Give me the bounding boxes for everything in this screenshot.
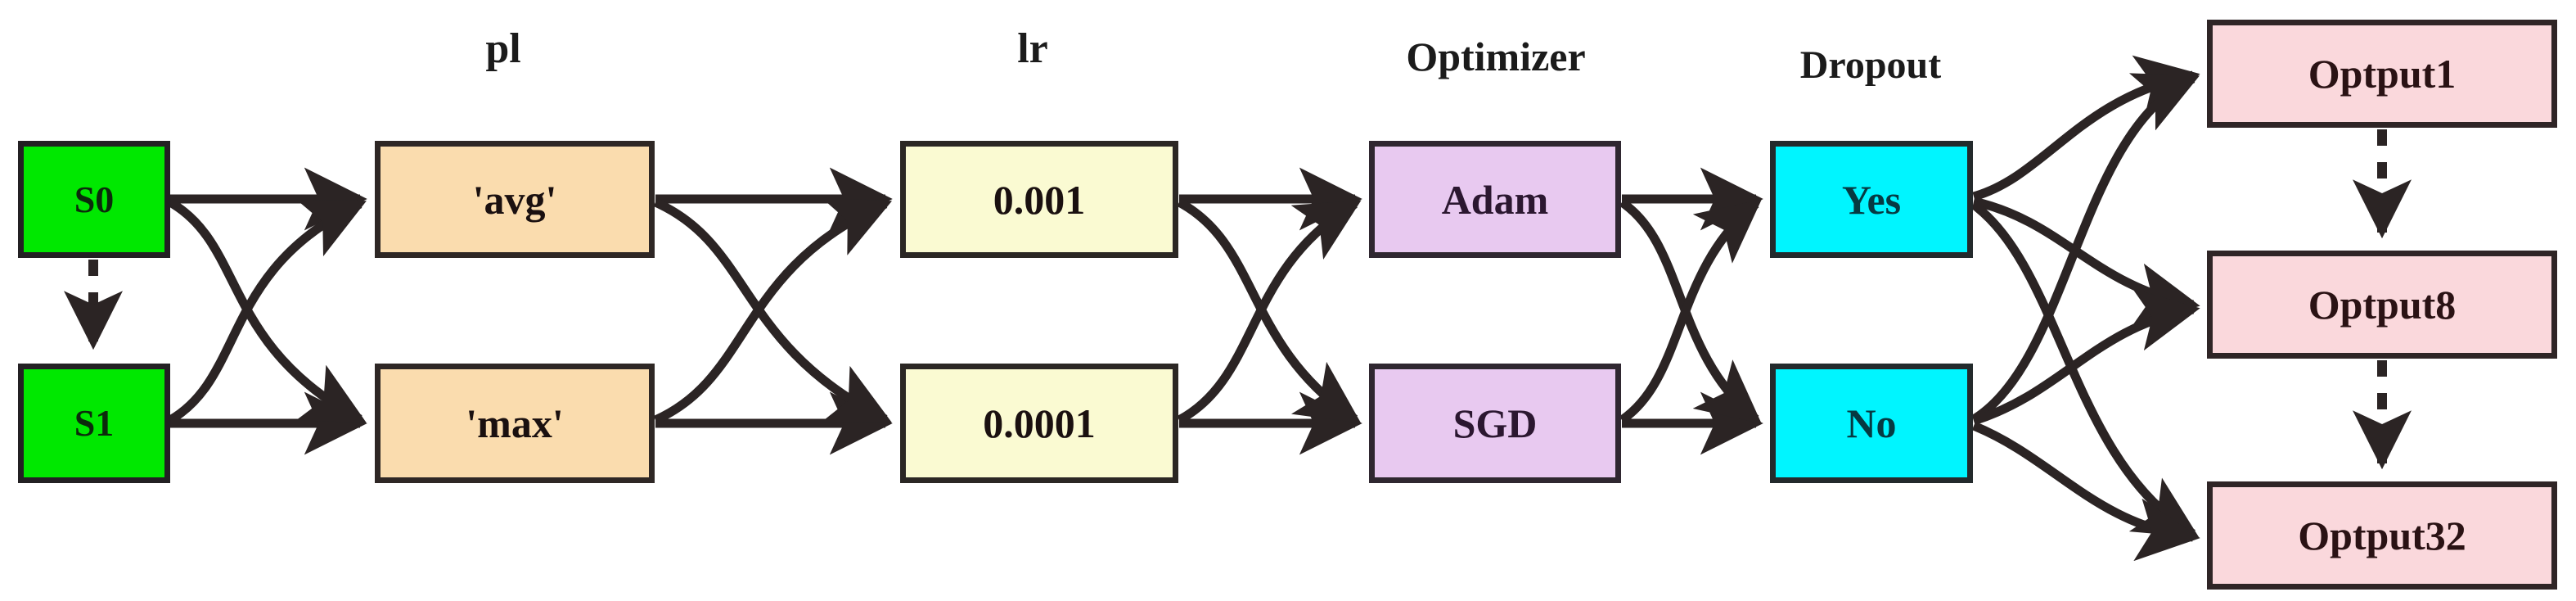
- node-pool-max[interactable]: 'max': [375, 364, 655, 483]
- edge-avg-lr2: [653, 197, 892, 423]
- node-s1-label: S1: [74, 402, 115, 444]
- node-lr-00001-label: 0.0001: [983, 400, 1096, 446]
- node-optimizer-adam-label: Adam: [1441, 176, 1549, 223]
- node-s0-label: S0: [74, 178, 115, 220]
- edges-dropout-to-outputs: [1970, 55, 2200, 562]
- node-pool-max-label: 'max': [466, 400, 564, 446]
- edges-stage-to-pool: [168, 167, 367, 455]
- node-optimizer-sgd[interactable]: SGD: [1369, 364, 1621, 483]
- node-optimizer-sgd-label: SGD: [1452, 400, 1538, 446]
- node-output-1-label: Optput1: [2308, 51, 2457, 97]
- edges-optimizer-to-dropout: [1619, 167, 1763, 455]
- column-label-optimizer: Optimizer: [1406, 36, 1585, 77]
- edge-yes-out8: [1972, 197, 2200, 326]
- edge-s1-avg: [168, 199, 367, 424]
- column-label-lr-text: lr: [1017, 25, 1048, 72]
- column-label-optimizer-text: Optimizer: [1406, 34, 1586, 79]
- edges-lr-to-optimizer: [1177, 167, 1362, 455]
- column-label-lr: lr: [1017, 28, 1048, 70]
- node-optimizer-adam[interactable]: Adam: [1369, 141, 1621, 258]
- edge-adam-no: [1619, 198, 1762, 424]
- node-lr-00001[interactable]: 0.0001: [900, 364, 1178, 483]
- edges-pool-to-lr: [653, 167, 893, 455]
- node-output-32-label: Optput32: [2298, 513, 2466, 558]
- node-dropout-no-label: No: [1846, 400, 1897, 446]
- node-dropout-no[interactable]: No: [1770, 364, 1973, 483]
- column-label-dropout: Dropout: [1800, 46, 1941, 85]
- node-output-8[interactable]: Optput8: [2207, 251, 2557, 359]
- node-lr-0001-label: 0.001: [993, 176, 1086, 223]
- edge-sgd-yes: [1619, 199, 1762, 424]
- node-dropout-yes[interactable]: Yes: [1770, 141, 1973, 258]
- column-label-pl: pl: [485, 28, 520, 70]
- node-s1[interactable]: S1: [18, 364, 170, 483]
- column-label-dropout-text: Dropout: [1799, 43, 1942, 87]
- edges-dashed: [64, 129, 2412, 470]
- node-output-8-label: Optput8: [2308, 282, 2457, 328]
- node-pool-avg-label: 'avg': [472, 176, 557, 223]
- edge-s0-max: [168, 198, 367, 423]
- edge-no-out1: [1971, 73, 2200, 423]
- edge-max-lr1: [653, 197, 893, 425]
- column-label-pl-text: pl: [485, 25, 521, 72]
- node-output-32[interactable]: Optput32: [2207, 481, 2557, 590]
- edge-no-out32: [1971, 421, 2200, 562]
- node-lr-0001[interactable]: 0.001: [900, 141, 1178, 258]
- node-s0[interactable]: S0: [18, 141, 170, 258]
- edge-lr1-sgd: [1177, 198, 1362, 423]
- edge-lr2-adam: [1177, 200, 1362, 424]
- node-pool-avg[interactable]: 'avg': [375, 141, 655, 258]
- node-dropout-yes-label: Yes: [1841, 176, 1902, 223]
- edge-yes-out1: [1972, 55, 2200, 201]
- node-output-1[interactable]: Optput1: [2207, 20, 2557, 128]
- edge-no-out8: [1972, 288, 2200, 426]
